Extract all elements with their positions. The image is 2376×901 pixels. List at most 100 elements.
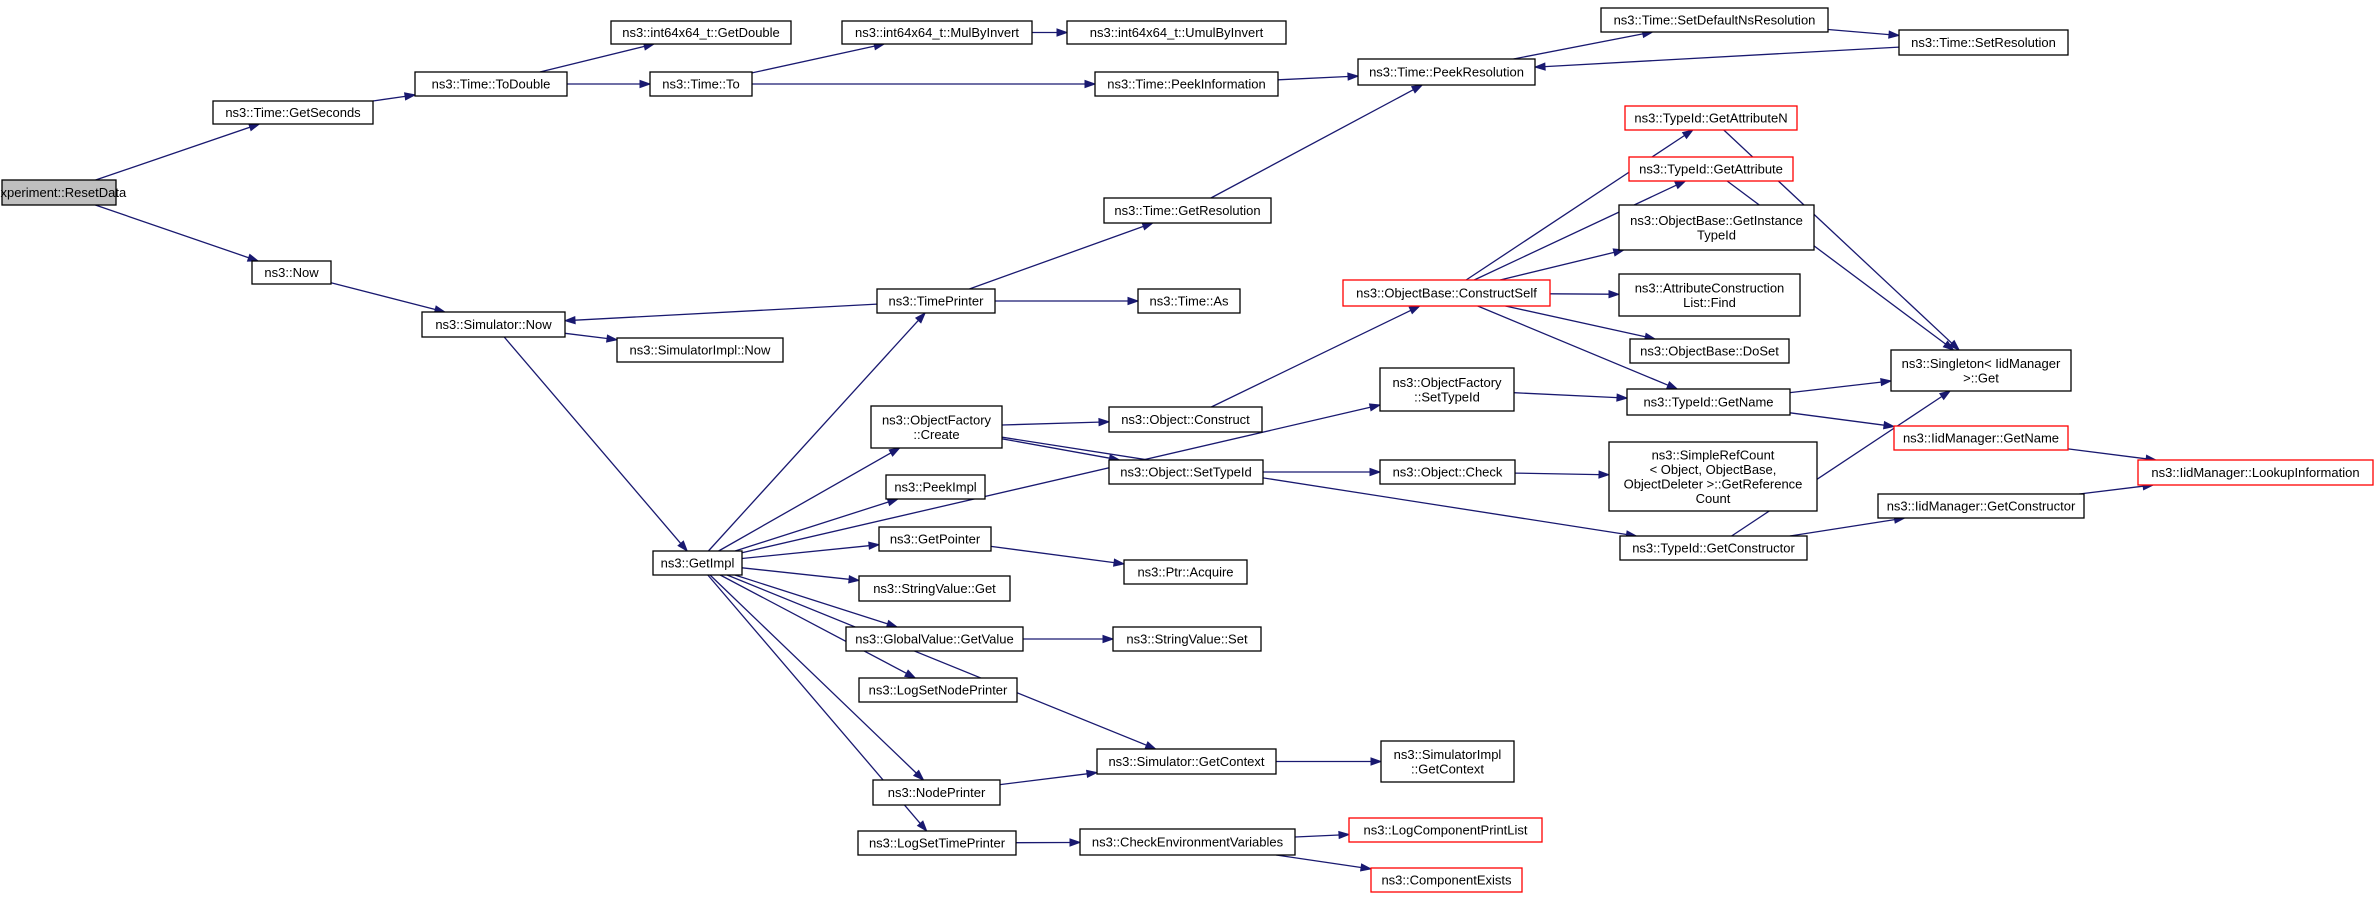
- node-logsetnode[interactable]: ns3::LogSetNodePrinter: [858, 677, 1018, 703]
- node-objcheck[interactable]: ns3::Object::Check: [1379, 459, 1516, 485]
- node-label: ns3::IidManager::GetName: [1903, 431, 2059, 446]
- node-setres[interactable]: ns3::Time::SetResolution: [1898, 29, 2069, 56]
- node-timeprinter[interactable]: ns3::TimePrinter: [876, 288, 996, 314]
- node-box: [1600, 7, 1829, 33]
- edge-line: [734, 501, 889, 552]
- nodes-layer: Experiment::ResetData ns3::Time::GetSecon…: [0, 7, 2374, 893]
- edge-ofcreate-to-tidgetconstructor: [1001, 436, 1638, 539]
- node-getpointer[interactable]: ns3::GetPointer: [878, 526, 992, 552]
- node-compexists[interactable]: ns3::ComponentExists: [1370, 867, 1523, 893]
- node-obdoset[interactable]: ns3::ObjectBase::DoSet: [1629, 338, 1790, 364]
- node-peekres[interactable]: ns3::Time::PeekResolution: [1357, 58, 1536, 86]
- node-ofcreate[interactable]: ns3::ObjectFactory::Create: [870, 405, 1003, 449]
- node-strvalset[interactable]: ns3::StringValue::Set: [1112, 626, 1262, 652]
- node-label: ns3::ObjectBase::GetInstance: [1630, 213, 1803, 228]
- edge-line: [1001, 421, 1100, 426]
- edge-line: [1544, 46, 1900, 68]
- node-setdefns[interactable]: ns3::Time::SetDefaultNsResolution: [1600, 7, 1829, 33]
- edge-getimpl-to-getpointer: [741, 541, 881, 560]
- edge-getimpl-to-strvalget: [741, 567, 861, 584]
- edge-getimpl-to-nodeprinter: [709, 574, 925, 782]
- node-box: [1626, 388, 1791, 416]
- node-mulbyinvert[interactable]: ns3::int64x64_t::MulByInvert: [841, 20, 1033, 45]
- node-getimpl[interactable]: ns3::GetImpl: [652, 550, 743, 576]
- node-now[interactable]: ns3::Now: [251, 260, 332, 285]
- node-label: ::Create: [913, 427, 959, 442]
- edge-tidgetconstructor-to-singleton: [1731, 390, 1952, 537]
- edge-line: [1211, 309, 1411, 408]
- node-iidlookup[interactable]: ns3::IidManager::LookupInformation: [2137, 459, 2374, 486]
- node-simimplgetctx[interactable]: ns3::SimulatorImpl::GetContext: [1380, 740, 1515, 783]
- node-box: [1379, 459, 1516, 485]
- node-label: ns3::Simulator::Now: [435, 317, 552, 332]
- edge-line: [574, 303, 878, 321]
- node-ofsettypeid[interactable]: ns3::ObjectFactory::SetTypeId: [1379, 367, 1515, 412]
- edge-line: [1473, 184, 1677, 281]
- node-box: [1618, 273, 1801, 317]
- node-label: ns3::LogSetTimePrinter: [869, 836, 1006, 851]
- node-ptracquire[interactable]: ns3::Ptr::Acquire: [1123, 559, 1248, 585]
- node-obconstructself[interactable]: ns3::ObjectBase::ConstructSelf: [1342, 279, 1551, 307]
- arrowhead: [1948, 339, 1961, 352]
- node-box: [858, 575, 1011, 602]
- node-singleton[interactable]: ns3::Singleton< IidManager >::Get: [1890, 349, 2072, 392]
- node-tidgetattrn[interactable]: ns3::TypeId::GetAttributeN: [1624, 105, 1798, 131]
- node-label: ns3::Time::SetResolution: [1911, 35, 2056, 50]
- arrowhead: [246, 253, 260, 262]
- arrowhead: [606, 334, 619, 343]
- node-tidgetattr[interactable]: ns3::TypeId::GetAttribute: [1628, 156, 1794, 182]
- arrowhead: [1598, 470, 1611, 479]
- edge-obconstructself-to-obgetinstance: [1499, 248, 1626, 281]
- node-timeas[interactable]: ns3::Time::As: [1137, 288, 1241, 314]
- edge-line: [95, 204, 249, 259]
- arrowhead: [1883, 420, 1896, 430]
- node-checkenv[interactable]: ns3::CheckEnvironmentVariables: [1079, 828, 1296, 856]
- node-umulbyinvert[interactable]: ns3::int64x64_t::UmulByInvert: [1066, 20, 1287, 45]
- node-gvgetvalue[interactable]: ns3::GlobalValue::GetValue: [845, 626, 1024, 652]
- node-objsettypeid[interactable]: ns3::Object::SetTypeId: [1108, 459, 1264, 485]
- arrowhead: [1408, 305, 1422, 315]
- node-peekinfo[interactable]: ns3::Time::PeekInformation: [1094, 71, 1279, 97]
- node-root[interactable]: Experiment::ResetData: [0, 179, 127, 206]
- node-todouble[interactable]: ns3::Time::ToDouble: [414, 71, 568, 97]
- node-simimplnow[interactable]: ns3::SimulatorImpl::Now: [616, 337, 784, 363]
- node-strvalget[interactable]: ns3::StringValue::Get: [858, 575, 1011, 602]
- node-logcompprint[interactable]: ns3::LogComponentPrintList: [1348, 817, 1543, 843]
- edge-timeprinter-to-gettimeres: [969, 222, 1155, 290]
- node-nodeprinter[interactable]: ns3::NodePrinter: [872, 779, 1001, 806]
- node-box: [1893, 425, 2069, 451]
- arrowhead: [1410, 84, 1424, 94]
- node-simnow[interactable]: ns3::Simulator::Now: [421, 311, 566, 338]
- node-iidgetname[interactable]: ns3::IidManager::GetName: [1893, 425, 2069, 451]
- node-peekimpl[interactable]: ns3::PeekImpl: [885, 474, 986, 500]
- edge-checkenv-to-logcompprint: [1294, 830, 1351, 840]
- node-objconstruct[interactable]: ns3::Object::Construct: [1108, 406, 1263, 433]
- node-label: ns3::ObjectFactory: [882, 412, 992, 427]
- arrowhead: [1360, 863, 1373, 872]
- node-tidgetconstructor[interactable]: ns3::TypeId::GetConstructor: [1619, 535, 1808, 561]
- node-box: [1096, 748, 1277, 775]
- node-iidgetconstructor[interactable]: ns3::IidManager::GetConstructor: [1877, 493, 2085, 519]
- node-box: [858, 677, 1018, 703]
- edge-ofcreate-to-objsettypeid: [1001, 438, 1121, 463]
- edge-line: [1514, 472, 1600, 476]
- node-label: ns3::ComponentExists: [1381, 873, 1512, 888]
- node-box: [1, 179, 117, 206]
- node-timeto[interactable]: ns3::Time::To: [649, 71, 753, 97]
- node-tidgetname[interactable]: ns3::TypeId::GetName: [1626, 388, 1791, 416]
- edge-setres-to-peekres: [1533, 46, 1900, 71]
- arrowhead: [677, 540, 689, 553]
- edge-ofsettypeid-to-tidgetname: [1513, 392, 1629, 402]
- arrowhead: [563, 315, 576, 325]
- node-box: [421, 311, 566, 338]
- node-simgetctx[interactable]: ns3::Simulator::GetContext: [1096, 748, 1277, 775]
- node-simplerefcount[interactable]: ns3::SimpleRefCount< Object, ObjectBase,…: [1608, 441, 1818, 512]
- edge-line: [1477, 305, 1669, 386]
- node-logsettime[interactable]: ns3::LogSetTimePrinter: [857, 830, 1017, 856]
- arrowhead: [1127, 296, 1140, 306]
- node-getseconds[interactable]: ns3::Time::GetSeconds: [212, 100, 374, 125]
- node-i64getdouble[interactable]: ns3::int64x64_t::GetDouble: [610, 20, 792, 45]
- node-gettimeres[interactable]: ns3::Time::GetResolution: [1103, 197, 1272, 224]
